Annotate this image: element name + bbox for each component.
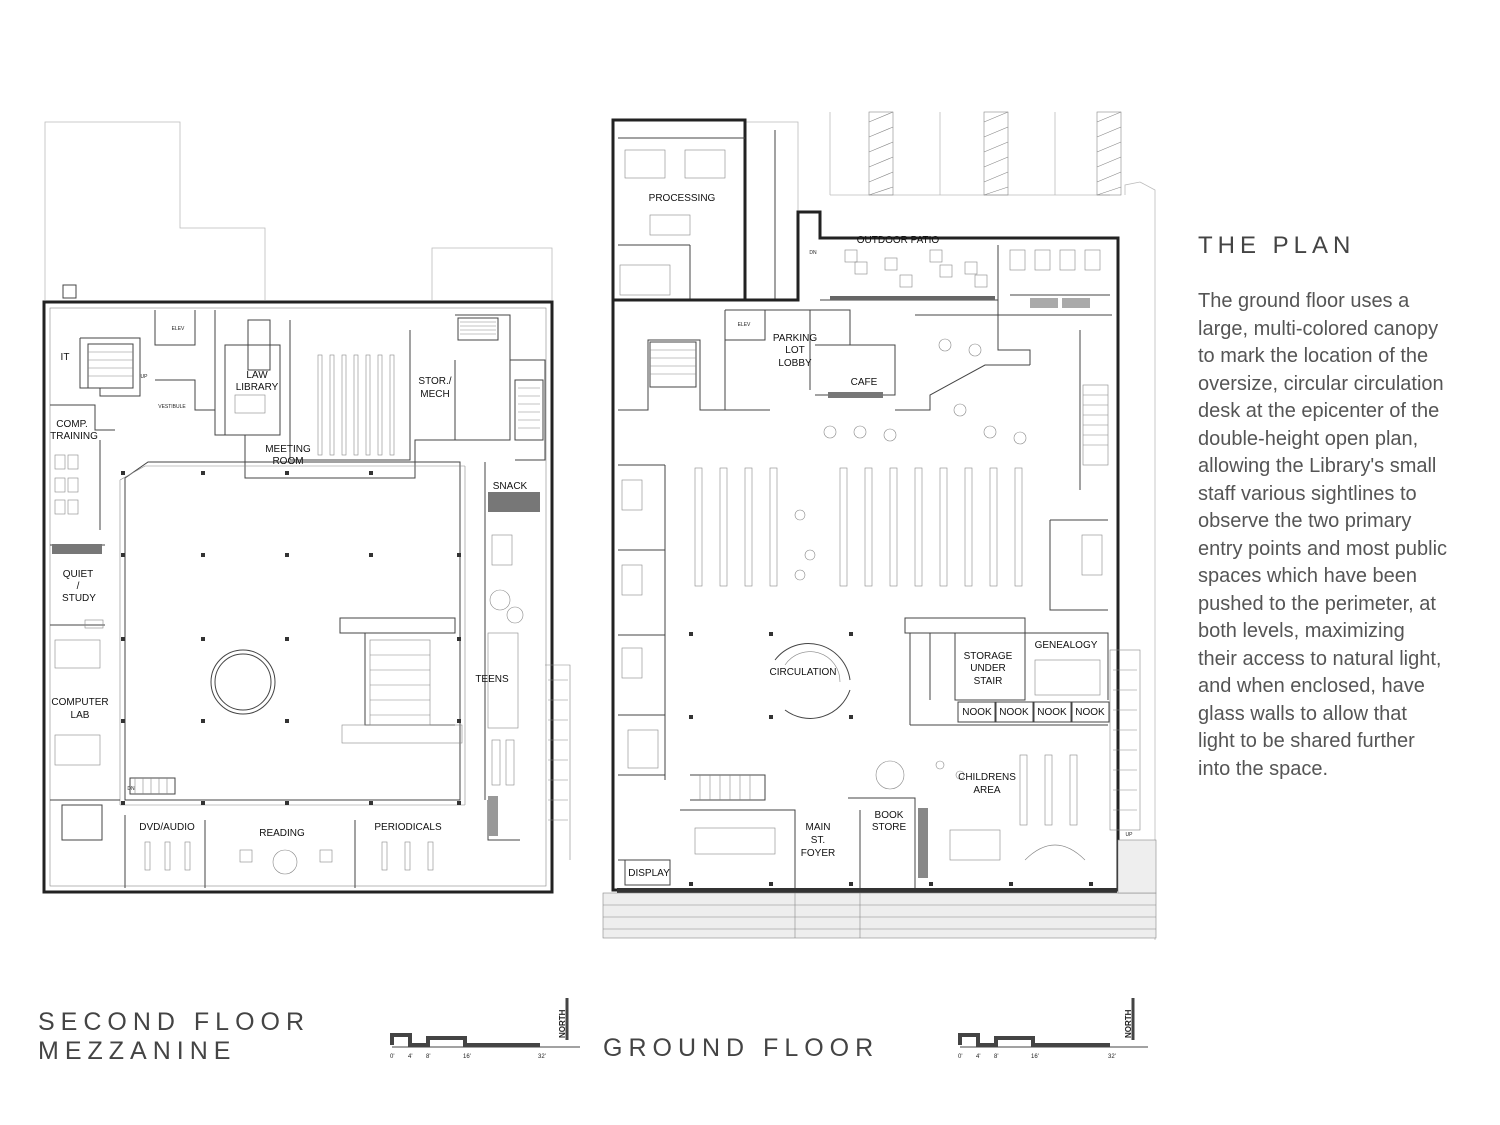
svg-text:STAIR: STAIR bbox=[974, 676, 1003, 687]
svg-text:GENEALOGY: GENEALOGY bbox=[1035, 640, 1098, 651]
svg-text:LAW: LAW bbox=[246, 370, 268, 381]
svg-text:LAB: LAB bbox=[71, 710, 90, 721]
svg-text:QUIET: QUIET bbox=[63, 569, 94, 580]
svg-text:CHILDRENS: CHILDRENS bbox=[958, 772, 1016, 783]
svg-text:NOOK: NOOK bbox=[962, 707, 992, 718]
svg-text:ST.: ST. bbox=[811, 835, 825, 846]
ground-restrooms bbox=[997, 245, 1112, 316]
svg-text:STOR./: STOR./ bbox=[418, 376, 451, 387]
svg-text:8': 8' bbox=[426, 1054, 430, 1060]
svg-text:ROOM: ROOM bbox=[272, 456, 303, 467]
svg-text:ELEV: ELEV bbox=[738, 322, 751, 328]
svg-text:OUTDOOR PATIO: OUTDOOR PATIO bbox=[857, 235, 940, 246]
circulation-desk bbox=[774, 643, 851, 719]
second-floor-labels: IT ELEV UP VESTIBULE LAW LIBRARY STOR./ … bbox=[50, 326, 527, 839]
svg-text:COMP.: COMP. bbox=[56, 419, 88, 430]
svg-text:UNDER: UNDER bbox=[970, 663, 1006, 674]
svg-text:CIRCULATION: CIRCULATION bbox=[769, 667, 836, 678]
childrens-area bbox=[875, 754, 1086, 861]
svg-text:NORTH: NORTH bbox=[1124, 1009, 1133, 1038]
north-rooms bbox=[50, 310, 546, 479]
east-wing bbox=[484, 462, 571, 860]
svg-text:LIBRARY: LIBRARY bbox=[236, 382, 279, 393]
svg-text:BOOK: BOOK bbox=[875, 810, 904, 821]
parking-context bbox=[745, 111, 1156, 940]
svg-text:PERIODICALS: PERIODICALS bbox=[374, 822, 442, 833]
svg-text:MEETING: MEETING bbox=[265, 444, 311, 455]
svg-text:DN: DN bbox=[127, 786, 135, 792]
svg-text:8': 8' bbox=[994, 1054, 998, 1060]
svg-text:STORAGE: STORAGE bbox=[964, 651, 1013, 662]
storage-genealogy bbox=[904, 519, 1110, 726]
meeting-room-seating bbox=[317, 354, 395, 456]
svg-text:16': 16' bbox=[463, 1054, 471, 1060]
second-floor-columns bbox=[121, 471, 461, 805]
ground-floor-plan: PROCESSING OUTDOOR PATIO DN ELEV PARKING… bbox=[602, 111, 1157, 940]
svg-text:PARKING: PARKING bbox=[773, 333, 817, 344]
svg-text:MECH: MECH bbox=[420, 389, 449, 400]
svg-text:STORE: STORE bbox=[872, 822, 907, 833]
svg-text:NOOK: NOOK bbox=[999, 707, 1029, 718]
svg-text:16': 16' bbox=[1031, 1054, 1039, 1060]
svg-text:UP: UP bbox=[141, 374, 149, 380]
svg-text:IT: IT bbox=[61, 352, 70, 363]
scale-bar-left: 0' 4' 8' 16' 32' NORTH bbox=[390, 998, 580, 1060]
svg-text:CAFE: CAFE bbox=[851, 377, 878, 388]
second-floor-title: SECOND FLOOR bbox=[38, 1008, 311, 1036]
svg-text:LOT: LOT bbox=[785, 345, 804, 356]
svg-text:PROCESSING: PROCESSING bbox=[649, 193, 716, 204]
svg-text:LOBBY: LOBBY bbox=[778, 358, 812, 369]
svg-text:32': 32' bbox=[538, 1054, 546, 1060]
processing-room bbox=[611, 118, 776, 300]
west-wing bbox=[50, 440, 120, 841]
second-floor-plan: IT ELEV UP VESTIBULE LAW LIBRARY STOR./ … bbox=[42, 121, 571, 894]
mezzanine-stair bbox=[339, 617, 463, 744]
south-rooms-ground bbox=[624, 774, 928, 888]
svg-text:NOOK: NOOK bbox=[1037, 707, 1067, 718]
svg-text:0': 0' bbox=[390, 1054, 394, 1060]
svg-text:AREA: AREA bbox=[973, 785, 1001, 796]
svg-text:MAIN: MAIN bbox=[806, 822, 831, 833]
svg-text:COMPUTER: COMPUTER bbox=[51, 697, 108, 708]
ground-floor-columns bbox=[689, 632, 1093, 886]
svg-text:ELEV: ELEV bbox=[172, 326, 185, 332]
svg-text:VESTIBULE: VESTIBULE bbox=[158, 404, 186, 410]
ground-floor-labels: PROCESSING OUTDOOR PATIO DN ELEV PARKING… bbox=[628, 193, 1133, 879]
mezzanine-edge bbox=[124, 461, 461, 801]
svg-text:NOOK: NOOK bbox=[1075, 707, 1105, 718]
ground-floor-outer-wall bbox=[611, 210, 1120, 892]
ground-floor-title: GROUND FLOOR bbox=[603, 1034, 880, 1062]
atrium-circle bbox=[210, 649, 276, 715]
svg-text:DVD/AUDIO: DVD/AUDIO bbox=[139, 822, 195, 833]
svg-text:DISPLAY: DISPLAY bbox=[628, 868, 670, 879]
scale-bar-right: 0' 4' 8' 16' 32' NORTH bbox=[958, 998, 1148, 1060]
svg-text:DN: DN bbox=[809, 250, 817, 256]
svg-text:/: / bbox=[77, 581, 80, 592]
svg-text:FOYER: FOYER bbox=[801, 848, 835, 859]
svg-text:32': 32' bbox=[1108, 1054, 1116, 1060]
svg-text:SNACK: SNACK bbox=[493, 481, 528, 492]
west-offices bbox=[618, 464, 670, 861]
mezzanine-title: MEZZANINE bbox=[38, 1037, 237, 1065]
site-context-lines bbox=[44, 121, 553, 300]
plan-description: The ground floor uses a large, multi-col… bbox=[1198, 290, 1448, 780]
second-floor-outer-wall bbox=[42, 300, 554, 894]
reading-tables bbox=[794, 338, 1027, 780]
book-stacks bbox=[694, 467, 1023, 587]
svg-text:TEENS: TEENS bbox=[475, 674, 509, 685]
outdoor-patio bbox=[820, 249, 998, 301]
svg-text:4': 4' bbox=[408, 1054, 412, 1060]
svg-text:READING: READING bbox=[259, 828, 305, 839]
svg-text:NORTH: NORTH bbox=[558, 1009, 567, 1038]
svg-text:TRAINING: TRAINING bbox=[50, 431, 98, 442]
south-rooms bbox=[124, 815, 434, 888]
svg-text:0': 0' bbox=[958, 1054, 962, 1060]
plan-heading: THE PLAN bbox=[1198, 232, 1356, 259]
north-core bbox=[618, 309, 1109, 490]
svg-text:4': 4' bbox=[976, 1054, 980, 1060]
svg-text:UP: UP bbox=[1126, 832, 1134, 838]
svg-text:STUDY: STUDY bbox=[62, 593, 96, 604]
